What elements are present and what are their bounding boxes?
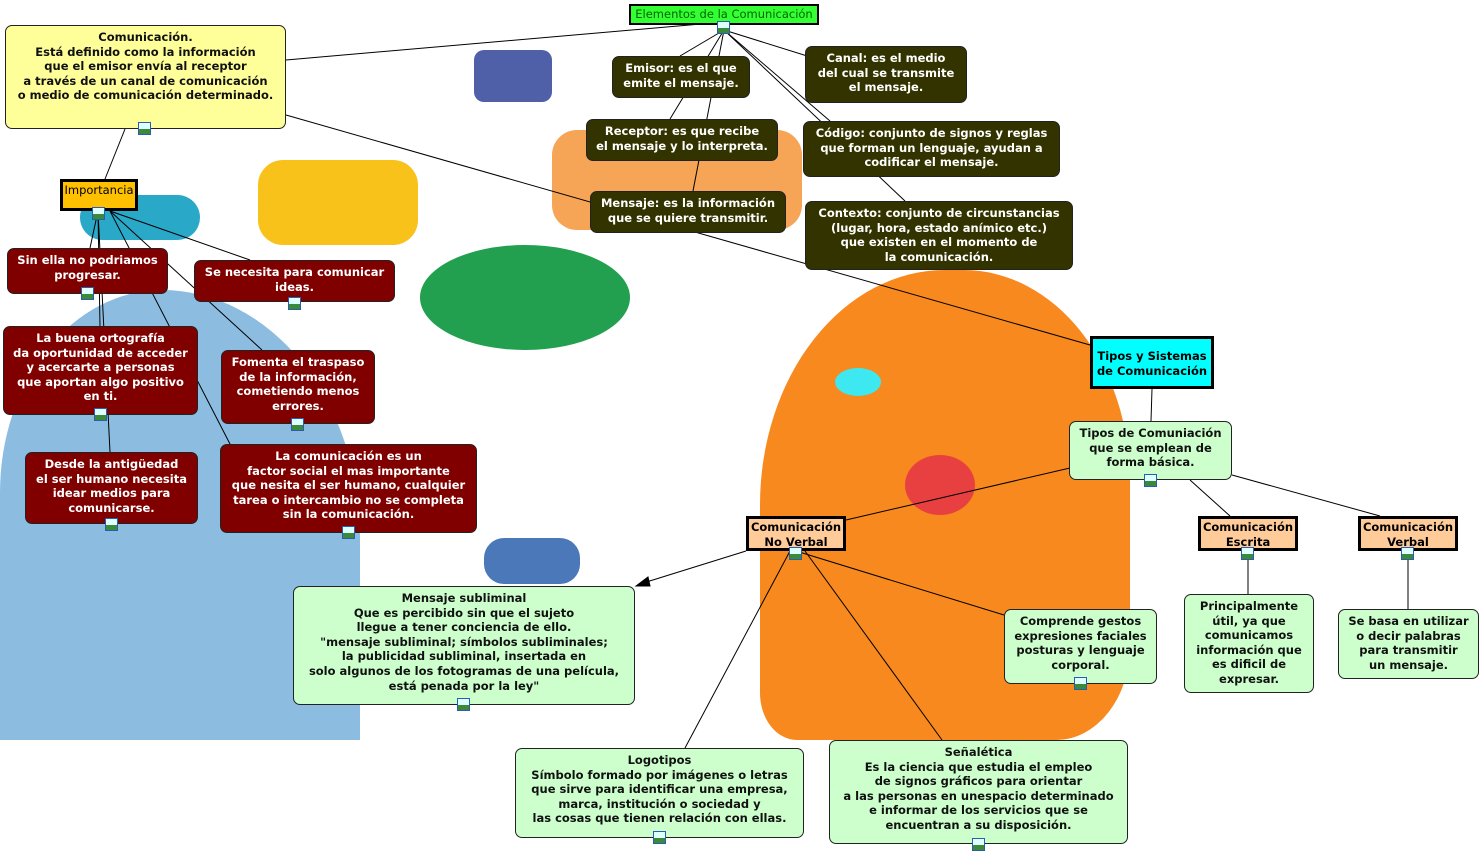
node-factor-social[interactable]: La comunicación es un factor social el m…	[220, 444, 477, 533]
node-emisor[interactable]: Emisor: es el que emite el mensaje.	[612, 56, 750, 98]
coffee-bubble-icon	[484, 538, 580, 584]
node-comprende[interactable]: Comprende gestos expresiones faciales po…	[1004, 609, 1157, 684]
image-resource-icon[interactable]	[105, 518, 118, 531]
image-resource-icon[interactable]	[92, 207, 105, 220]
node-se-necesita[interactable]: Se necesita para comunicar ideas.	[194, 260, 395, 302]
node-tipos-sistemas[interactable]: Tipos y Sistemas de Comunicación	[1090, 336, 1214, 389]
image-resource-icon[interactable]	[94, 408, 107, 421]
node-senaletica[interactable]: Señalética Es la ciencia que estudia el …	[829, 740, 1128, 844]
node-escrita[interactable]: Comunicación Escrita	[1198, 516, 1298, 551]
node-tipos-basica[interactable]: Tipos de Comuniación que se emplean de f…	[1069, 421, 1232, 480]
eye-illustration	[835, 368, 881, 396]
node-no-verbal[interactable]: Comunicación No Verbal	[746, 516, 846, 551]
image-resource-icon[interactable]	[342, 526, 355, 539]
mail-bubble-icon	[258, 160, 418, 245]
node-principalmente[interactable]: Principalmente útil, ya que comunicamos …	[1184, 594, 1314, 693]
image-resource-icon[interactable]	[1144, 474, 1157, 487]
phone-icon	[474, 50, 552, 102]
image-resource-icon[interactable]	[81, 287, 94, 300]
node-verbal[interactable]: Comunicación Verbal	[1358, 516, 1458, 551]
node-receptor[interactable]: Receptor: es que recibe el mensaje y lo …	[586, 119, 778, 161]
image-resource-icon[interactable]	[717, 21, 730, 34]
image-resource-icon[interactable]	[291, 418, 304, 431]
node-contexto[interactable]: Contexto: conjunto de circunstancias (lu…	[805, 201, 1073, 270]
image-resource-icon[interactable]	[138, 122, 151, 135]
node-mensaje[interactable]: Mensaje: es la información que se quiere…	[590, 191, 786, 233]
node-desde[interactable]: Desde la antigüedad el ser humano necesi…	[25, 452, 198, 524]
node-fomenta[interactable]: Fomenta el traspaso de la información, c…	[221, 350, 375, 424]
node-comunicacion[interactable]: Comunicación. Está definido como la info…	[5, 25, 286, 129]
node-canal[interactable]: Canal: es el medio del cual se transmite…	[805, 46, 967, 103]
node-logotipos[interactable]: Logotipos Símbolo formado por imágenes o…	[515, 748, 804, 838]
cheek-illustration	[905, 455, 975, 515]
image-resource-icon[interactable]	[288, 297, 301, 310]
image-resource-icon[interactable]	[789, 547, 802, 560]
node-ortografia[interactable]: La buena ortografía da oportunidad de ac…	[3, 326, 198, 415]
image-resource-icon[interactable]	[1401, 547, 1414, 560]
image-resource-icon[interactable]	[1241, 547, 1254, 560]
node-importancia[interactable]: Importancia	[60, 179, 138, 211]
image-resource-icon[interactable]	[457, 698, 470, 711]
node-sin-ella[interactable]: Sin ella no podriamos progresar.	[7, 248, 168, 294]
node-se-basa[interactable]: Se basa en utilizar o decir palabras par…	[1338, 609, 1479, 679]
chart-bubble-icon	[420, 245, 630, 350]
node-codigo[interactable]: Código: conjunto de signos y reglas que …	[803, 121, 1060, 177]
image-resource-icon[interactable]	[1074, 677, 1087, 690]
node-subliminal[interactable]: Mensaje subliminal Que es percibido sin …	[293, 586, 635, 705]
image-resource-icon[interactable]	[972, 838, 985, 851]
image-resource-icon[interactable]	[653, 831, 666, 844]
